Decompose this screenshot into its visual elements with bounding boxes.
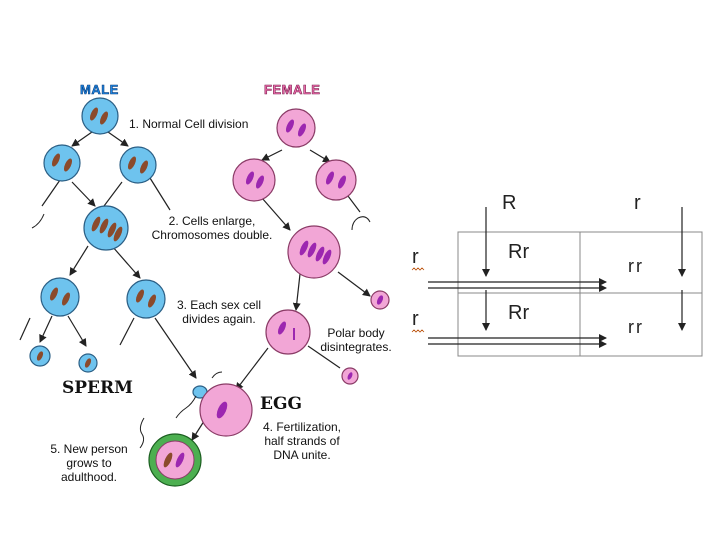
sperm-tails (31, 213, 371, 449)
step-5-line-1: 5. New person (50, 442, 128, 456)
male-cell-meiosis-left (40, 277, 80, 317)
row-header-squiggles (411, 267, 425, 333)
step-4-line-2: half strands of (264, 434, 340, 448)
female-cell-division-left (232, 158, 276, 202)
punnett-square (457, 231, 703, 357)
sperm-label: SPERM (62, 378, 133, 398)
punnett-cell-r1c1: Rr (508, 241, 530, 263)
step-3-line-2: divides again. (182, 312, 256, 326)
step-3-label: 3. Each sex cell divides again. (166, 298, 272, 326)
zygote-cell (148, 433, 202, 487)
step-2-line-2: Chromosomes double. (151, 228, 273, 242)
step-1-label: 1. Normal Cell division (129, 117, 249, 131)
male-header: MALE (80, 82, 119, 98)
punnett-col-header-1: R (502, 192, 517, 214)
polar-body-upper (370, 290, 390, 310)
punnett-cell-r2c2: rr (628, 317, 644, 337)
punnett-row-header-1: r (412, 246, 419, 268)
punnett-cell-r1c2: rr (628, 256, 644, 276)
male-lineage-arrows (19, 131, 197, 379)
female-cell-enlarged (287, 225, 341, 279)
female-cell-meiosis (265, 309, 311, 355)
male-cell-division-right (119, 146, 157, 184)
sperm-cell-right (78, 353, 98, 373)
punnett-cell-r2c1: Rr (508, 302, 530, 324)
female-lineage-arrows (191, 149, 371, 441)
egg-label: EGG (260, 394, 302, 414)
punnett-arrows (428, 207, 686, 348)
step-2-line-1: 2. Cells enlarge, (168, 214, 256, 228)
male-cell-enlarged (83, 205, 129, 251)
step-5-label: 5. New person grows to adulthood. (36, 442, 142, 484)
sperm-cell-left (29, 345, 51, 367)
step-5-line-2: grows to (66, 456, 112, 470)
male-cell-division-left (43, 144, 81, 182)
male-cell-meiosis-right (126, 279, 166, 319)
female-header: FEMALE (264, 82, 321, 98)
polar-body-lower (341, 367, 359, 385)
punnett-col-header-2: r (634, 192, 641, 214)
step-4-line-3: DNA unite. (273, 448, 331, 462)
polar-line-2: disintegrates. (320, 340, 392, 354)
polar-body-label: Polar body disintegrates. (308, 326, 404, 354)
male-cell-parent (81, 97, 119, 135)
punnett-row-header-2: r (412, 308, 419, 330)
female-cell-parent (276, 108, 316, 148)
step-3-line-1: 3. Each sex cell (176, 298, 262, 312)
female-cell-division-right (315, 159, 357, 201)
egg-cell (199, 383, 253, 437)
polar-line-1: Polar body (327, 326, 385, 340)
step-5-line-3: adulthood. (60, 470, 118, 484)
step-4-line-1: 4. Fertilization, (262, 420, 342, 434)
step-4-label: 4. Fertilization, half strands of DNA un… (250, 420, 354, 462)
step-2-label: 2. Cells enlarge, Chromosomes double. (134, 214, 290, 242)
